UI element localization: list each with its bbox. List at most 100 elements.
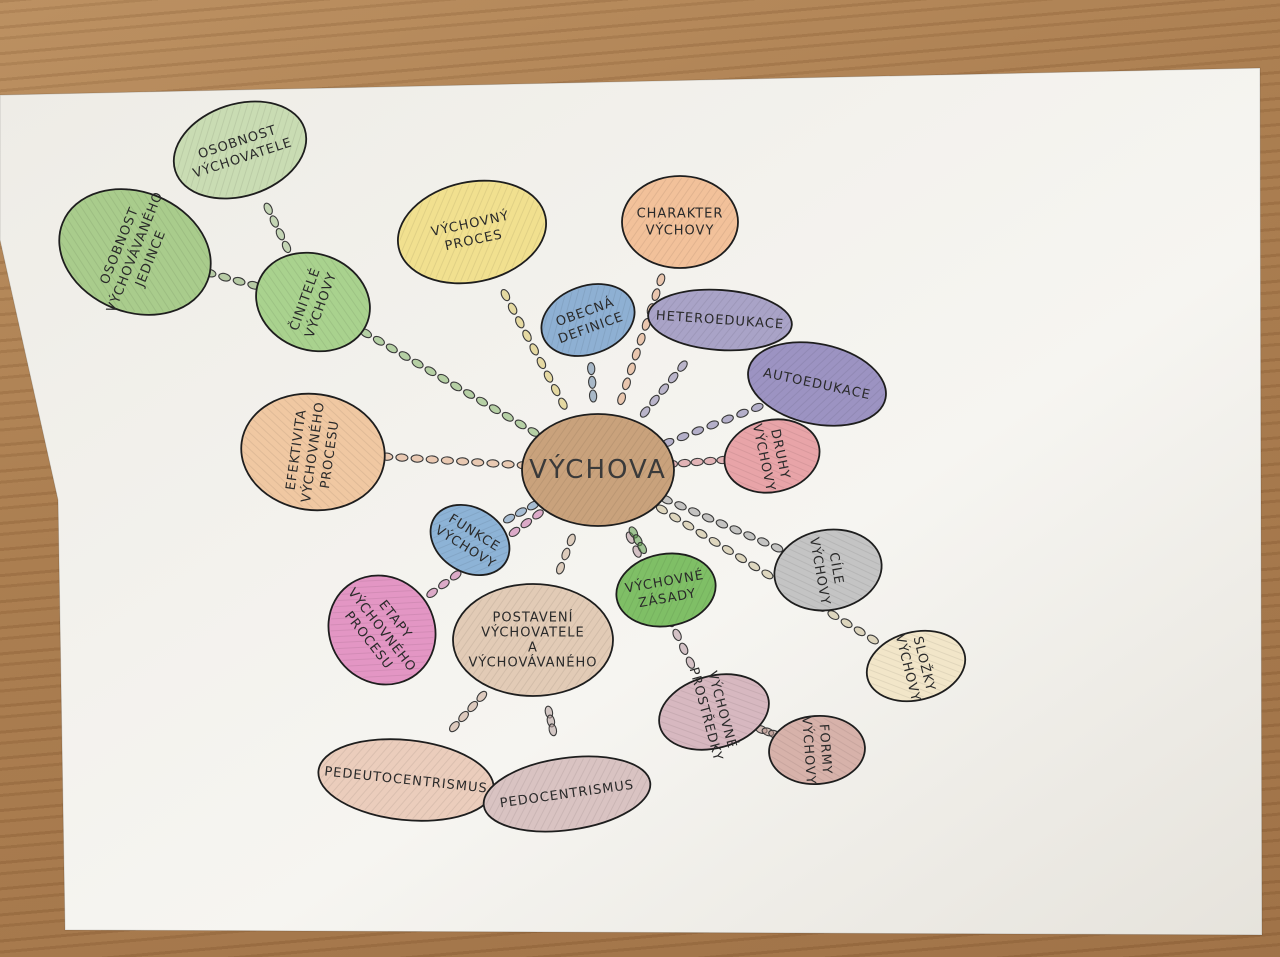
- pencil-shading: [175, 103, 305, 197]
- connector-center-cile-vychovy: [660, 495, 784, 553]
- chain-link: [678, 642, 689, 655]
- chain-link: [410, 454, 424, 463]
- chain-link: [827, 610, 840, 621]
- node-osobnost-vychovavaneho: OSOBNOSTVÝCHOVÁVANÉHOJEDINCE: [58, 188, 212, 316]
- connector-center-postaveni: [555, 533, 576, 575]
- chain-link: [440, 456, 454, 465]
- node-heteroedukace: HETEROEDUKACE: [647, 288, 793, 352]
- chain-link: [735, 553, 747, 564]
- chain-link: [588, 389, 598, 403]
- node-obecna-definice: OBECNÁDEFINICE: [540, 283, 636, 357]
- pencil-shading: [258, 254, 368, 350]
- node-druhy-vychovy: DRUHYVÝCHOVY: [723, 418, 821, 494]
- chain-link: [385, 343, 398, 354]
- pencil-shading: [543, 286, 633, 354]
- pencil-shading: [750, 344, 884, 424]
- node-autoedukace: AUTOEDUKACE: [747, 341, 887, 427]
- chain-link: [757, 537, 770, 547]
- chain-link: [543, 370, 554, 383]
- chain-link: [690, 457, 704, 467]
- pencil-shading: [868, 632, 964, 700]
- pencil-shading: [726, 421, 818, 491]
- node-label-line: VÝCHOVA: [529, 453, 667, 485]
- chain-link: [639, 406, 651, 418]
- chain-link: [437, 373, 450, 384]
- node-label: FORMYVÝCHOVY: [799, 715, 836, 786]
- chain-link: [532, 509, 544, 520]
- connector-center-autoedukace: [661, 402, 764, 448]
- chain-link: [275, 228, 286, 241]
- chain-link: [651, 288, 661, 301]
- chain-link: [631, 347, 641, 361]
- chain-link: [508, 526, 521, 538]
- connector-cinitele-vychovy-osobnost-vychovatele: [263, 202, 292, 254]
- chain-link: [486, 459, 500, 468]
- node-label: DRUHYVÝCHOVY: [749, 419, 794, 493]
- node-efektivita: EFEKTIVITAVÝCHOVNÉHOPROCESU: [240, 392, 386, 512]
- chain-link: [500, 288, 511, 302]
- node-cile-vychovy: CÍLEVÝCHOVY: [773, 528, 883, 612]
- chain-link: [424, 366, 437, 377]
- chain-link: [475, 396, 489, 407]
- node-pedocentrismus: PEDOCENTRISMUS: [482, 755, 652, 833]
- pencil-shading: [661, 676, 767, 748]
- node-label-line: CHARAKTER: [637, 206, 724, 221]
- chain-link: [488, 404, 501, 415]
- chain-link: [667, 371, 679, 384]
- pencil-shading: [243, 395, 383, 509]
- pencil-shading: [650, 291, 790, 349]
- chain-link: [682, 520, 695, 531]
- chain-link: [866, 634, 879, 645]
- chain-link: [748, 561, 761, 572]
- chain-link: [721, 414, 734, 424]
- chain-link: [450, 381, 463, 392]
- chain-link: [617, 392, 627, 406]
- chain-link: [501, 411, 514, 422]
- chain-link: [550, 383, 561, 397]
- pencil-shading: [432, 506, 508, 574]
- node-slozky-vychovy: SLOŽKYVÝCHOVY: [865, 629, 967, 703]
- chain-link: [685, 656, 696, 669]
- chain-link: [372, 335, 385, 346]
- node-label-line: CÍLE: [826, 551, 847, 586]
- chain-link: [449, 720, 460, 733]
- pencil-shading: [330, 577, 434, 683]
- chain-link: [658, 383, 670, 395]
- chain-link: [548, 723, 558, 737]
- nodes-layer: OSOBNOSTVÝCHOVATELEOSOBNOSTVÝCHOVÁVANÉHO…: [58, 100, 967, 833]
- chain-link: [514, 419, 527, 430]
- pencil-shading: [320, 741, 492, 819]
- chain-link: [751, 402, 764, 412]
- chain-link: [411, 358, 424, 369]
- chain-link: [515, 316, 525, 329]
- chain-link: [536, 356, 547, 370]
- connector-center-heteroedukace: [639, 360, 688, 418]
- chain-link: [703, 456, 717, 466]
- chain-link: [672, 628, 682, 642]
- chain-link: [677, 458, 691, 468]
- chain-link: [561, 547, 571, 561]
- chain-link: [395, 453, 409, 462]
- chain-link: [522, 329, 532, 342]
- chain-link: [471, 458, 485, 467]
- node-osobnost-vychovatele: OSOBNOSTVÝCHOVATELE: [172, 100, 308, 200]
- node-vychovny-proces: VÝCHOVNÝPROCES: [397, 179, 547, 285]
- chain-link: [729, 525, 742, 535]
- chain-link: [566, 533, 576, 547]
- chain-link: [770, 543, 784, 553]
- chain-link: [514, 507, 528, 517]
- chain-link: [691, 426, 705, 436]
- chain-link: [853, 626, 866, 637]
- chain-link: [649, 394, 660, 407]
- chain-link: [715, 519, 729, 529]
- chain-link: [503, 513, 516, 524]
- chain-link: [426, 587, 438, 599]
- chain-link: [669, 512, 682, 523]
- chain-link: [501, 460, 515, 469]
- pencil-shading: [624, 178, 736, 266]
- connector-postaveni-pedeutocentrismus: [449, 690, 488, 733]
